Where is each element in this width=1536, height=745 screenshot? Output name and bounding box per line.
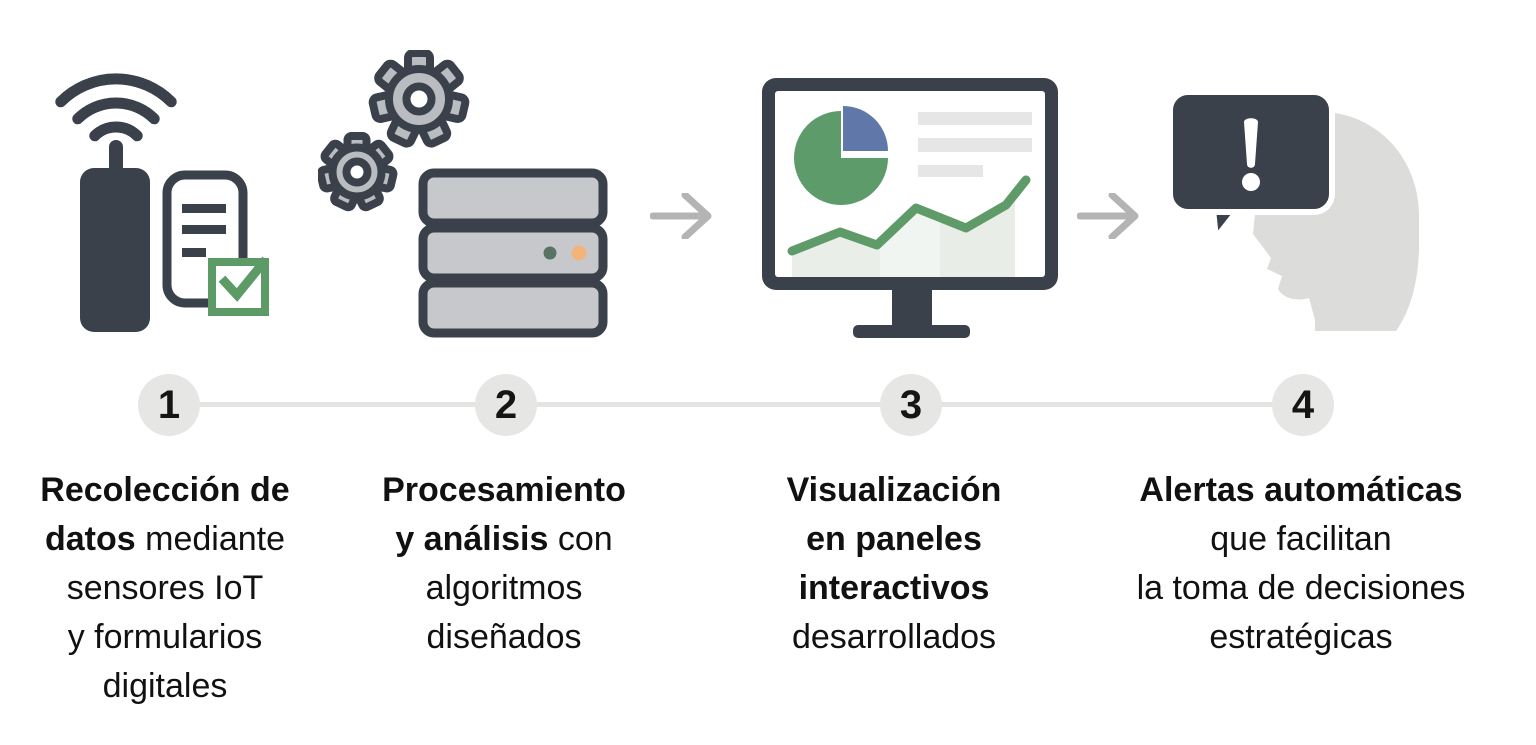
caption-text: Recolección de xyxy=(40,471,290,509)
speech-bubble-icon xyxy=(1168,89,1335,246)
alert-head-icon xyxy=(1168,89,1419,331)
caption-line: y análisis con xyxy=(284,515,724,564)
caption-text: Alertas automáticas xyxy=(1139,471,1463,509)
caption-line: en paneles xyxy=(674,515,1114,564)
step-1-number-badge: 1 xyxy=(138,374,200,436)
caption-text: y análisis xyxy=(395,520,549,558)
caption-line: la toma de decisiones xyxy=(1081,564,1521,613)
step-number: 3 xyxy=(899,382,923,427)
caption-text: Visualización xyxy=(786,471,1002,509)
caption-line: Visualización xyxy=(674,466,1114,515)
caption-text: y formularios xyxy=(67,618,263,656)
step-number: 4 xyxy=(1291,382,1315,427)
step-3-caption: Visualización en paneles interactivos de… xyxy=(674,466,1114,662)
caption-text: Procesamiento xyxy=(382,471,626,509)
caption-line: algoritmos xyxy=(284,564,724,613)
step-1-caption: Recolección de datos mediante sensores I… xyxy=(0,466,385,711)
text-placeholder-bars xyxy=(918,112,1032,177)
caption-text: mediante xyxy=(135,520,285,558)
step-2-number-badge: 2 xyxy=(475,374,537,436)
step-3-number-badge: 3 xyxy=(880,374,942,436)
caption-line: interactivos xyxy=(674,564,1114,613)
step-4-caption: Alertas automáticas que facilitan la tom… xyxy=(1081,466,1521,662)
caption-line: Recolección de xyxy=(0,466,385,515)
caption-line: que facilitan xyxy=(1081,515,1521,564)
pie-chart xyxy=(794,106,888,205)
caption-text: la toma de decisiones xyxy=(1136,569,1466,607)
step-2-caption: Procesamiento y análisis con algoritmos … xyxy=(284,466,724,662)
caption-text: desarrollados xyxy=(791,618,997,656)
step-number: 2 xyxy=(494,382,518,427)
caption-text: interactivos xyxy=(798,569,990,607)
iot-sensor-form-icon xyxy=(55,73,270,332)
caption-line: Procesamiento xyxy=(284,466,724,515)
server-stack-icon xyxy=(418,168,608,338)
caption-line: digitales xyxy=(0,662,385,711)
line-chart xyxy=(787,175,1031,256)
timeline-line xyxy=(169,402,1303,407)
caption-line: sensores IoT xyxy=(0,564,385,613)
caption-text: sensores IoT xyxy=(66,569,264,607)
status-led-orange xyxy=(571,245,587,261)
sensor-device-icon xyxy=(80,140,150,332)
gear-large-icon xyxy=(368,50,470,148)
caption-text: estratégicas xyxy=(1209,618,1393,656)
step-number: 1 xyxy=(157,382,181,427)
arrow-right-icon xyxy=(1077,193,1139,239)
dashboard-monitor-icon xyxy=(762,78,1058,338)
caption-text: en paneles xyxy=(806,520,982,558)
caption-text: con xyxy=(548,520,613,558)
caption-text: diseñados xyxy=(426,618,582,656)
caption-text: datos xyxy=(44,520,136,558)
wifi-waves-icon xyxy=(55,73,177,142)
caption-line: diseñados xyxy=(284,613,724,662)
caption-text: digitales xyxy=(102,667,228,705)
caption-line: y formularios xyxy=(0,613,385,662)
step-4-number-badge: 4 xyxy=(1272,374,1334,436)
arrow-right-icon xyxy=(650,193,712,239)
caption-line: desarrollados xyxy=(674,613,1114,662)
caption-text: que facilitan xyxy=(1210,520,1392,558)
caption-line: datos mediante xyxy=(0,515,385,564)
caption-line: Alertas automáticas xyxy=(1081,466,1521,515)
status-led-green xyxy=(543,246,557,260)
checkbox-check-icon xyxy=(208,256,270,316)
exclamation-icon xyxy=(1242,118,1260,191)
caption-text: algoritmos xyxy=(425,569,583,607)
gear-small-icon xyxy=(318,132,398,212)
caption-line: estratégicas xyxy=(1081,613,1521,662)
gears-server-icon xyxy=(318,50,608,338)
